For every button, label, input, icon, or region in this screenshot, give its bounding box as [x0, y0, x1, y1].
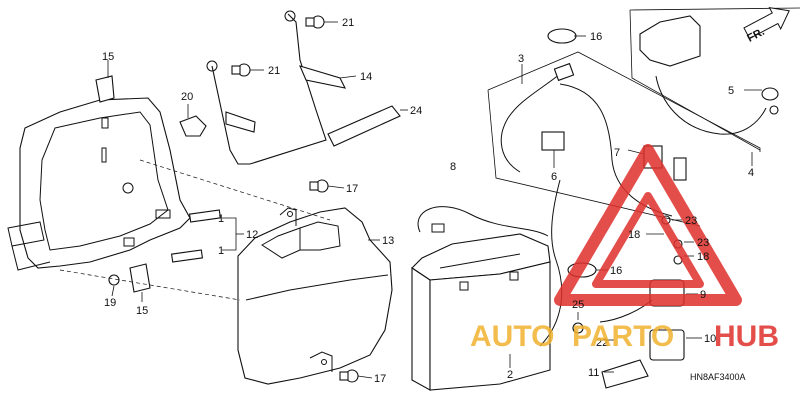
callout-24: 24: [410, 105, 422, 117]
callout-23-top: 23: [685, 215, 697, 227]
diagram-code: HN8AF3400A: [690, 372, 746, 382]
callout-23-mid: 23: [697, 237, 709, 249]
callout-13: 13: [382, 235, 394, 247]
callout-5: 5: [728, 85, 734, 97]
callout-25: 25: [572, 299, 584, 311]
callout-19: 19: [104, 297, 116, 309]
callout-16-top: 16: [590, 31, 602, 43]
rubber-band-part: [170, 209, 222, 263]
watermark-wordmark: AUTO PARTO HUB: [470, 320, 779, 353]
callout-20: 20: [181, 91, 193, 103]
callout-3: 3: [518, 53, 524, 65]
callout-21-top: 21: [342, 17, 354, 29]
callout-17-top: 17: [346, 183, 358, 195]
battery-stay-part: [206, 10, 401, 165]
callout-11: 11: [588, 367, 599, 379]
callout-14: 14: [360, 71, 372, 83]
callout-2: 2: [507, 369, 513, 381]
callout-10: 10: [704, 333, 716, 345]
callout-18-right: 18: [697, 251, 709, 263]
front-direction-arrow-icon: [743, 7, 790, 40]
watermark-text-hub: HUB: [714, 320, 779, 353]
watermark-text-parts: PARTO: [572, 320, 674, 353]
callout-17-bottom: 17: [374, 373, 386, 385]
watermark-logo: [554, 144, 742, 306]
callout-7: 7: [614, 147, 620, 159]
battery-cover-part: [237, 207, 393, 385]
callout-21-mid: 21: [268, 65, 280, 77]
callout-4: 4: [748, 167, 754, 179]
callout-18-left: 18: [628, 229, 640, 241]
callout-1-upper: 1: [218, 213, 224, 225]
battery-box-part: [7, 97, 191, 271]
callout-6: 6: [551, 171, 557, 183]
callout-16-bottom: 16: [610, 265, 622, 277]
callout-8: 8: [450, 161, 456, 173]
clip-part: [179, 115, 207, 137]
callout-15-bottom: 15: [136, 305, 148, 317]
battery-part: [411, 206, 551, 391]
callout-1-lower: 1: [218, 245, 224, 257]
callout-9: 9: [700, 289, 706, 301]
callout-15-top: 15: [102, 51, 114, 63]
watermark-text-auto: AUTO: [470, 320, 554, 353]
callout-22: 22: [596, 337, 608, 349]
callout-12: 12: [246, 229, 258, 241]
